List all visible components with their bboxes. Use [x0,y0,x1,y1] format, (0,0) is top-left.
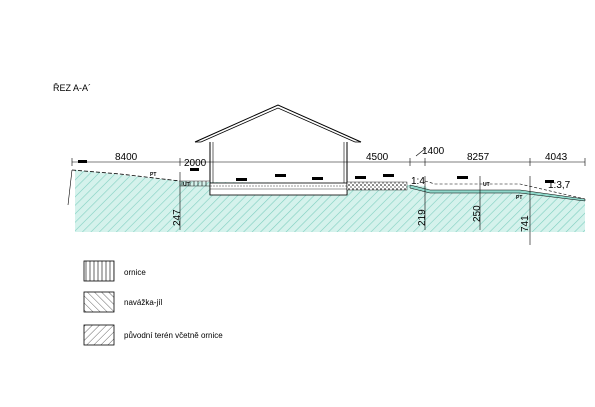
mark-ut-left: UT [183,182,190,188]
slope-line [424,180,586,200]
dim-4043: 4043 [545,152,568,163]
building [194,104,362,196]
level-250: 250 [472,205,483,222]
dim-2000: 2000 [184,158,207,169]
ground-body [75,170,585,232]
gravel-layer [346,181,408,191]
level-247: 247 [172,209,183,226]
terrain-edge [67,169,73,206]
slope-1-3-7: 1:3,7 [548,180,571,191]
legend-swatch-puvodni [83,324,115,346]
dimension-line [71,147,586,166]
mark-pt-left: PT [150,172,156,178]
slope-1-4: 1:4 [411,176,425,187]
level-741: 741 [520,215,531,232]
level-markers [78,160,554,183]
dim-8400: 8400 [115,152,138,163]
terrain-line [71,169,181,182]
legend: ornice navážka-jíl původní terén včetně … [83,260,223,346]
dim-8257: 8257 [467,152,490,163]
vertical-dims [179,172,531,245]
fill-layer-right [409,184,586,202]
legend-label-navazka: navážka-jíl [124,298,162,307]
legend-label-puvodni: původní terén včetně ornice [124,331,223,340]
section-title: ŘEZ A-A´ [53,83,91,93]
dim-1400: 1400 [422,146,445,157]
legend-label-ornice: ornice [124,268,146,277]
dim-4500: 4500 [366,152,389,163]
level-219: 219 [417,209,428,226]
legend-swatch-ornice [83,260,115,282]
mark-ut-right: UT [483,182,490,188]
mark-pt-right: PT [516,195,522,201]
legend-swatch-navazka [83,291,115,313]
